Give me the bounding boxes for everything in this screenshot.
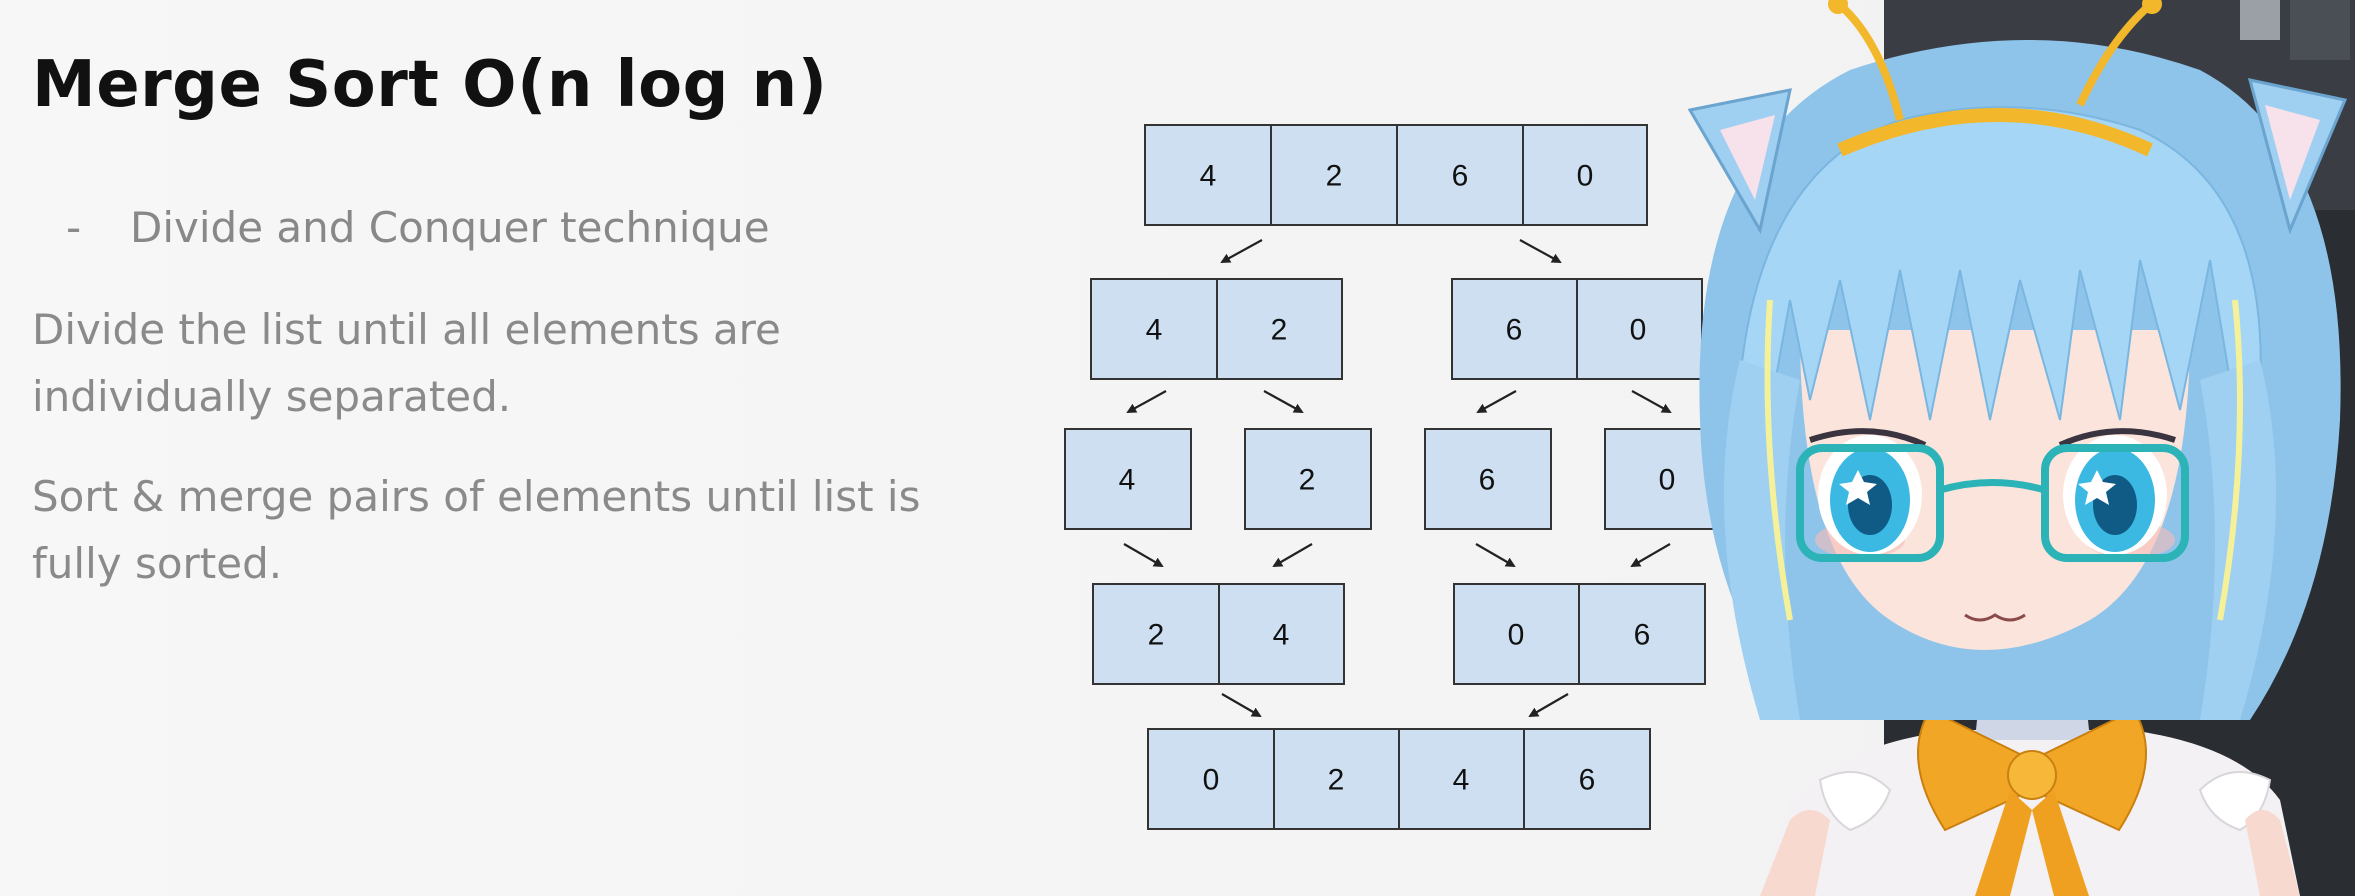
paragraph-merge: Sort & merge pairs of elements until lis… xyxy=(32,463,932,597)
cell-value: 6 xyxy=(1479,464,1496,497)
cell xyxy=(1398,728,1525,830)
cell xyxy=(1216,278,1343,380)
cell xyxy=(1244,428,1372,530)
row-3-singles: 4 2 6 0 xyxy=(1064,428,1732,530)
bullet-item: -Divide and Conquer technique xyxy=(66,203,770,252)
arrow xyxy=(1221,693,1262,718)
cell xyxy=(1453,583,1580,685)
cell xyxy=(1576,278,1703,380)
cell xyxy=(1147,728,1275,830)
paragraph-merge-line-2: fully sorted. xyxy=(32,539,283,588)
cell-value: 0 xyxy=(1508,619,1525,652)
paragraph-divide-line-2: individually separated. xyxy=(32,372,512,421)
cell-value: 4 xyxy=(1200,160,1217,193)
arrow xyxy=(1630,543,1671,568)
arrow xyxy=(1631,390,1672,413)
cell-value: 0 xyxy=(1630,314,1647,347)
arrow xyxy=(1519,239,1562,263)
arrow xyxy=(1126,390,1167,413)
paragraph-merge-line-1: Sort & merge pairs of elements until lis… xyxy=(32,472,921,521)
cell-value: 6 xyxy=(1452,160,1469,193)
row-4-right-array: 0 6 xyxy=(1453,583,1706,685)
cell-value: 6 xyxy=(1579,764,1596,797)
cell-value: 4 xyxy=(1119,464,1136,497)
bullet-marker: - xyxy=(66,203,82,252)
cell-value: 2 xyxy=(1299,464,1316,497)
slide-title: Merge Sort O(n log n) xyxy=(32,48,828,122)
arrow xyxy=(1263,390,1304,413)
cell-value: 4 xyxy=(1146,314,1163,347)
cell-value: 4 xyxy=(1453,764,1470,797)
cell xyxy=(1451,278,1578,380)
cell xyxy=(1522,124,1648,226)
cell xyxy=(1273,728,1400,830)
arrow xyxy=(1475,543,1516,568)
cell xyxy=(1578,583,1706,685)
row-2-left-array: 4 2 xyxy=(1090,278,1343,380)
row-2-right-array: 6 0 xyxy=(1451,278,1703,380)
cell-value: 0 xyxy=(1203,764,1220,797)
cell xyxy=(1218,583,1345,685)
row-4-left-array: 2 4 xyxy=(1092,583,1345,685)
paragraph-divide: Divide the list until all elements are i… xyxy=(32,296,932,430)
cell xyxy=(1092,583,1220,685)
arrow xyxy=(1123,543,1164,568)
cell-value: 2 xyxy=(1326,160,1343,193)
arrow xyxy=(1220,239,1263,263)
row-5-sorted-array: 0 2 4 6 xyxy=(1147,728,1651,830)
cell xyxy=(1424,428,1552,530)
cell-value: 6 xyxy=(1634,619,1651,652)
arrow xyxy=(1272,543,1313,568)
row-1-array: 4 2 6 0 xyxy=(1144,124,1648,226)
cell-value: 2 xyxy=(1328,764,1345,797)
cell xyxy=(1396,124,1524,226)
cell-value: 2 xyxy=(1148,619,1165,652)
cell-value: 0 xyxy=(1577,160,1594,193)
cell-value: 2 xyxy=(1271,314,1288,347)
cell-value: 4 xyxy=(1273,619,1290,652)
cell xyxy=(1090,278,1218,380)
bullet-text: Divide and Conquer technique xyxy=(130,203,770,252)
cell xyxy=(1064,428,1192,530)
paragraph-divide-line-1: Divide the list until all elements are xyxy=(32,305,781,354)
cell-value: 0 xyxy=(1659,464,1676,497)
cell xyxy=(1523,728,1651,830)
arrow xyxy=(1476,390,1517,413)
arrow xyxy=(1528,693,1569,718)
cell xyxy=(1270,124,1398,226)
cell-value: 6 xyxy=(1506,314,1523,347)
